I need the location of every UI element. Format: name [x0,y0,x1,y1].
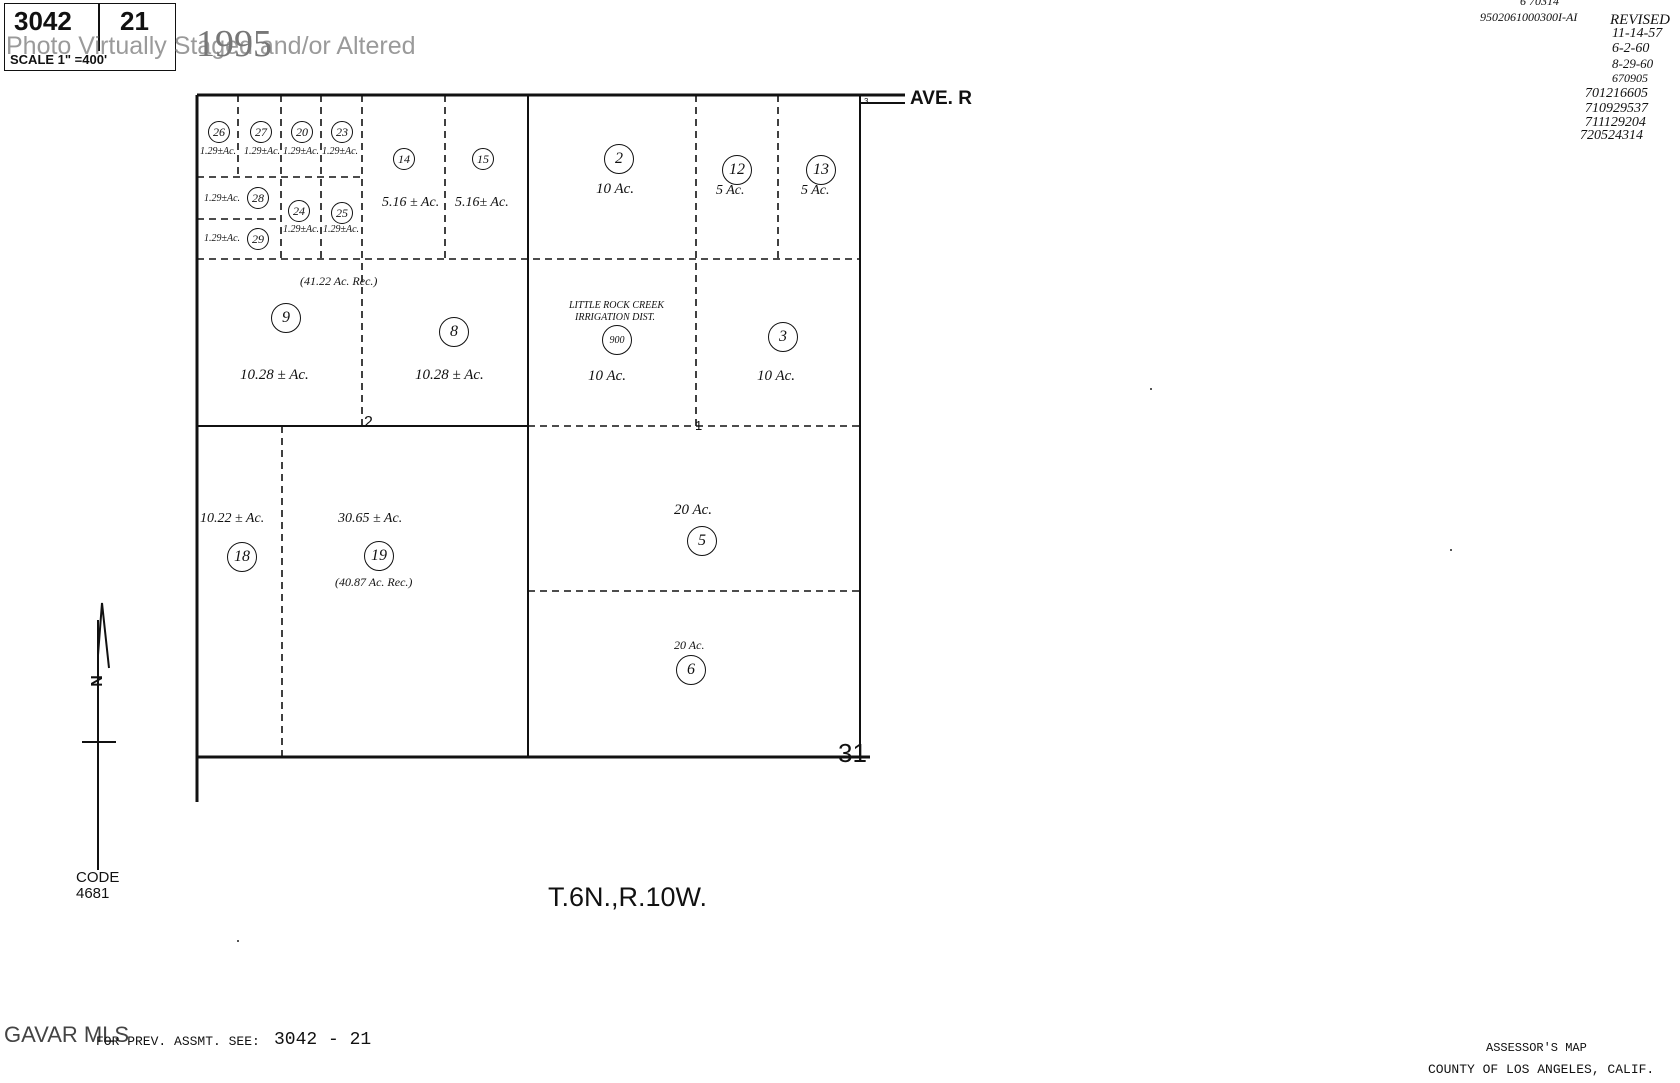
county-label: COUNTY OF LOS ANGELES, CALIF. [1428,1062,1655,1077]
mls-brand: GAVAR MLS [4,1022,130,1047]
parcel-24-acres: 1.29±Ac. [283,224,320,235]
parcel-3-number: 3 [768,322,798,352]
parcel-9-acres: 10.28 ± Ac. [240,367,309,383]
north-arrow-letter: N [88,675,106,687]
parcel-2-acres: 10 Ac. [596,181,635,197]
prev-assessment-label: FOR PREV. ASSMT. SEE: [96,1034,260,1049]
irrigation-district-line2: IRRIGATION DIST. [575,312,655,323]
block-1-mark: 1 [695,418,703,433]
parcel-25-number: 25 [331,202,353,224]
parcel-900-acres: 10 Ac. [588,368,627,384]
scan-speck [1450,549,1452,551]
parcel-19-record-note: (40.87 Ac. Rec.) [335,575,413,589]
watermark-text: Photo Virtually Staged and/or Altered [6,32,416,60]
parcel-13-acres: 5 Ac. [801,183,830,198]
township-range: T.6N.,R.10W. [548,882,708,912]
parcel-18-acres: 10.22 ± Ac. [200,511,265,526]
parcel-26-number: 26 [208,121,230,143]
code-label: CODE [76,869,120,886]
parcel-12-number: 12 [722,155,752,185]
parcel-13-number: 13 [806,155,836,185]
parcel-15-acres: 5.16± Ac. [455,195,509,210]
scan-speck [1150,388,1152,390]
parcel-29-acres: 1.29±Ac. [204,233,241,244]
parcel-14-acres: 5.16 ± Ac. [382,195,440,210]
parcel-8-number: 8 [439,317,469,347]
parcel-23-number: 23 [331,121,353,143]
map-year: 1995 [196,23,272,65]
parcel-28-acres: 1.29±Ac. [204,193,241,204]
street-corner-mark: 3 [864,97,869,106]
parcel-2-number: 2 [604,144,634,174]
parcel-12-acres: 5 Ac. [716,183,745,198]
section-number: 31 [838,738,867,768]
parcel-27-acres: 1.29±Ac. [244,146,281,157]
parcel-27-number: 27 [250,121,272,143]
north-arrow-icon [82,602,116,870]
parcel-9-number: 9 [271,303,301,333]
parcel-6-number: 6 [676,655,706,685]
parcel-5-number: 5 [687,526,717,556]
parcel-23-acres: 1.29±Ac. [322,146,359,157]
parcel-14-number: 14 [393,148,415,170]
parcel-900-number: 900 [602,325,632,355]
parcel-28-number: 28 [247,187,269,209]
block-2-mark: 2 [364,414,373,431]
parcel-5-acres: 20 Ac. [674,502,713,518]
parcel-15-number: 15 [472,148,494,170]
parcel-8-acres: 10.28 ± Ac. [415,367,484,383]
parcel-24-number: 24 [288,200,310,222]
irrigation-district-line1: LITTLE ROCK CREEK [569,300,665,311]
parcel-20-acres: 1.29±Ac. [283,146,320,157]
parcel-6-acres: 20 Ac. [674,638,705,652]
parcel-26-acres: 1.29±Ac. [200,146,237,157]
parcel-9-record-note: (41.22 Ac. Rec.) [300,274,378,288]
parcel-25-acres: 1.29±Ac. [323,224,360,235]
revision-top-code: 6 70314 [1520,0,1559,8]
code-value: 4681 [76,885,110,902]
parcel-29-number: 29 [247,228,269,250]
parcel-3-acres: 10 Ac. [757,368,796,384]
parcel-19-number: 19 [364,541,394,571]
prev-assessment-value: 3042 - 21 [274,1030,372,1050]
assessors-map-label: ASSESSOR'S MAP [1486,1041,1587,1055]
revision-doc-id: 9502061000300I-AI [1480,10,1578,24]
scan-speck [237,940,239,942]
book-number: 3042 [14,6,72,36]
map-header-box [4,3,176,71]
street-name: AVE. R [910,88,972,109]
parcel-20-number: 20 [291,121,313,143]
parcel-18-number: 18 [227,542,257,572]
parcel-19-acres: 30.65 ± Ac. [338,511,403,526]
map-scale: SCALE 1" =400' [10,52,108,67]
revised-label: REVISED [1610,12,1670,28]
page-number: 21 [120,6,149,36]
